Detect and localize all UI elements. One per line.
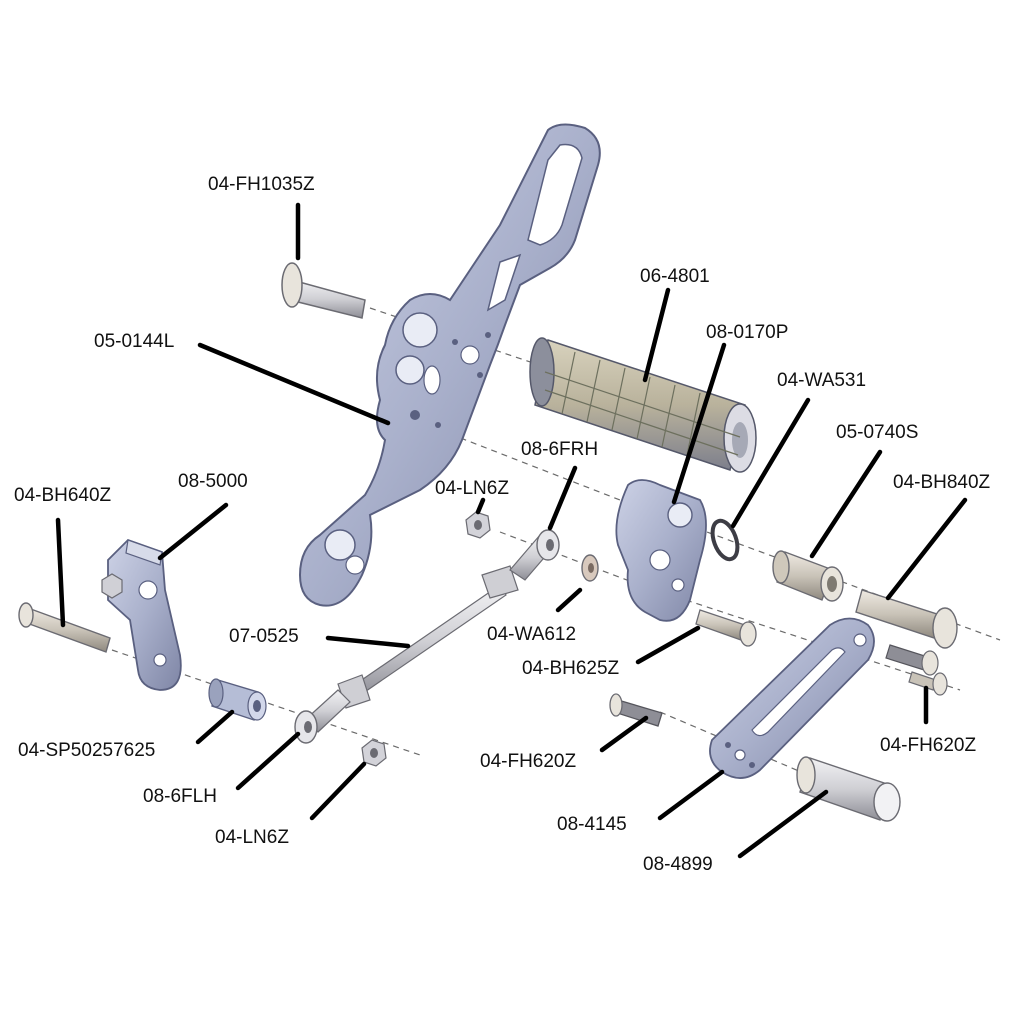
part-label-08-6FLH: 08-6FLH (143, 786, 217, 807)
button-head-bolt-icon (855, 589, 958, 649)
part-label-04-SP50257625: 04-SP50257625 (18, 740, 155, 761)
rod-end-icon (509, 529, 560, 581)
flat-head-bolt-icon (609, 693, 663, 727)
button-head-bolt-icon (18, 602, 111, 653)
part-label-04-FH620Z-right: 04-FH620Z (880, 735, 976, 756)
flat-head-bolt-icon (885, 644, 948, 696)
part-label-05-0740S: 05-0740S (836, 422, 918, 443)
flat-head-bolt-icon (281, 262, 366, 319)
part-label-04-WA531: 04-WA531 (777, 370, 866, 391)
button-head-bolt-icon (695, 609, 757, 647)
rearset-plate (298, 123, 601, 607)
part-label-04-BH640Z: 04-BH640Z (14, 485, 112, 506)
washer-icon (581, 554, 599, 582)
part-label-08-4899: 08-4899 (643, 854, 713, 875)
linkage-rod-icon (337, 565, 519, 709)
part-labels: 04-FH1035Z 05-0144L 06-4801 08-0170P 04-… (14, 174, 991, 875)
part-label-08-4145: 08-4145 (557, 814, 627, 835)
part-label-04-BH625Z: 04-BH625Z (522, 658, 620, 679)
spacer-icon (208, 678, 267, 721)
part-label-08-5000: 08-5000 (178, 471, 248, 492)
shift-peg-icon (796, 756, 901, 822)
part-label-04-LN6Z-bottom: 04-LN6Z (215, 827, 289, 848)
spacer-icon (772, 550, 844, 602)
part-label-04-LN6Z-top: 04-LN6Z (435, 478, 509, 499)
part-label-04-FH1035Z: 04-FH1035Z (208, 174, 315, 195)
part-label-08-6FRH: 08-6FRH (521, 439, 598, 460)
part-label-06-4801: 06-4801 (640, 266, 710, 287)
part-label-04-WA612: 04-WA612 (487, 624, 576, 645)
leader-lines (55, 202, 968, 859)
retaining-ring-icon (710, 518, 740, 562)
lock-nut-icon (361, 739, 387, 767)
rod-end-icon (294, 689, 351, 744)
lock-nut-icon (465, 511, 491, 539)
part-label-07-0525: 07-0525 (229, 626, 299, 647)
shift-arm-icon (101, 538, 182, 691)
part-label-08-0170P: 08-0170P (706, 322, 788, 343)
part-label-04-FH620Z-mid: 04-FH620Z (480, 751, 576, 772)
shift-lever-icon (709, 617, 875, 779)
part-label-04-BH840Z: 04-BH840Z (893, 472, 991, 493)
part-label-05-0144L: 05-0144L (94, 331, 174, 352)
peg-mount-icon (615, 479, 707, 622)
